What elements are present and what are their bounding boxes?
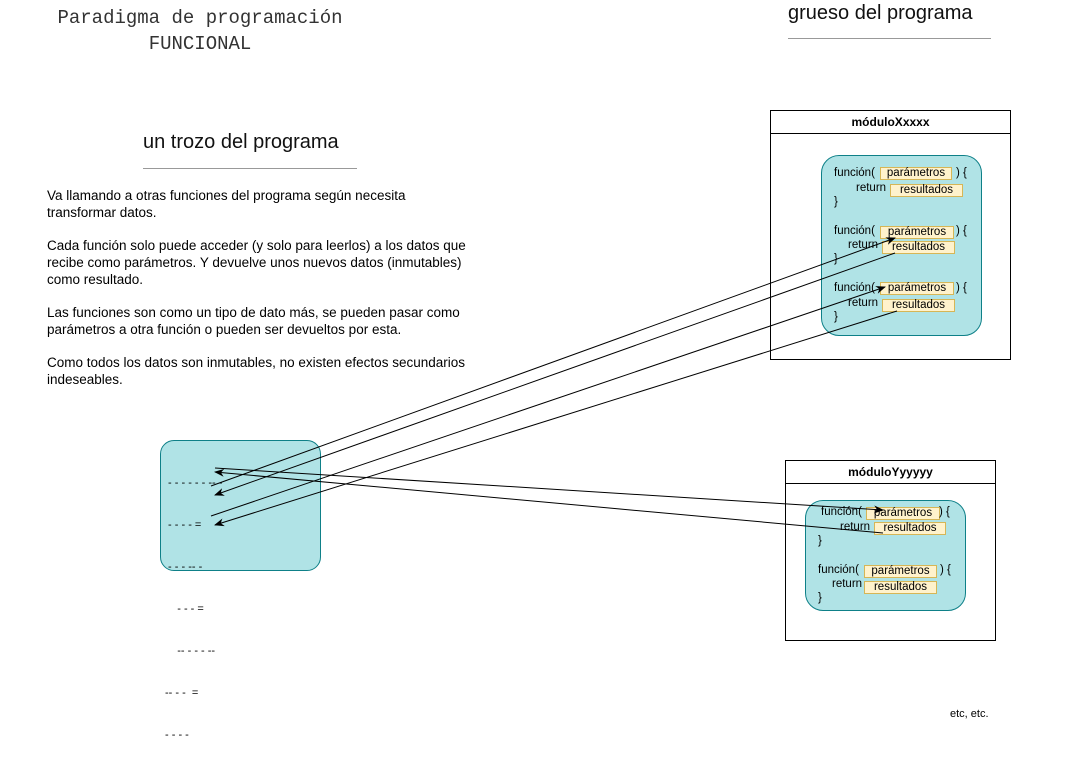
title-line-2: FUNCIONAL — [148, 33, 252, 55]
page-title: Paradigma de programación FUNCIONAL — [30, 5, 370, 57]
snippet-line: - - - -- - — [165, 561, 203, 573]
function-end: } — [834, 196, 838, 208]
snippet-line: - - - - = — [165, 519, 202, 531]
call-arrow-params — [214, 467, 884, 514]
parameters-tag: parámetros — [866, 507, 940, 520]
heading-left-underline — [143, 168, 357, 169]
function-brace: ) { — [956, 167, 967, 179]
results-tag: resultados — [890, 184, 963, 197]
function-keyword: función( — [821, 506, 862, 518]
module-x-name: móduloXxxxx — [771, 111, 1010, 134]
module-x-functions: función( parámetros ) { return resultado… — [821, 155, 982, 336]
module-y-functions: función( parámetros ) { return resultado… — [805, 500, 966, 611]
function-keyword: función( — [834, 225, 875, 237]
function-brace: ) { — [940, 564, 951, 576]
parameters-tag: parámetros — [880, 282, 954, 295]
call-arrows — [210, 237, 898, 534]
return-keyword: return — [856, 182, 887, 194]
return-arrow-results — [214, 252, 896, 496]
parameters-tag: parámetros — [864, 565, 937, 578]
footer-etc: etc, etc. — [950, 708, 989, 720]
description-paragraph: Las funciones son como un tipo de dato m… — [47, 305, 460, 337]
module-y-name: móduloYyyyyy — [786, 461, 995, 484]
call-arrow-params — [210, 237, 896, 487]
results-tag: resultados — [882, 241, 955, 254]
function-brace: ) { — [956, 282, 967, 294]
function-end: } — [818, 535, 822, 547]
heading-program-bulk: grueso del programa — [788, 2, 973, 24]
function-end: } — [834, 311, 838, 323]
parameters-tag: parámetros — [880, 167, 952, 180]
call-arrow-params — [210, 286, 886, 517]
function-end: } — [818, 592, 822, 604]
function-keyword: función( — [834, 282, 875, 294]
description-paragraph: Va llamando a otras funciones del progra… — [47, 188, 406, 220]
description-text: Va llamando a otras funciones del progra… — [47, 187, 467, 404]
function-keyword: función( — [834, 167, 875, 179]
results-tag: resultados — [882, 299, 955, 312]
description-paragraph: Como todos los datos son inmutables, no … — [47, 355, 465, 387]
snippet-line: -- - - - -- — [165, 645, 216, 657]
heading-right-underline — [788, 38, 991, 39]
function-brace: ) { — [939, 506, 950, 518]
snippet-line: - - - = — [165, 603, 204, 615]
snippet-line: -- - - = — [165, 687, 199, 699]
results-tag: resultados — [864, 581, 937, 594]
title-line-1: Paradigma de programación — [57, 7, 343, 29]
return-arrow-results — [214, 310, 898, 527]
function-brace: ) { — [956, 225, 967, 237]
return-keyword: return — [832, 578, 863, 590]
description-paragraph: Cada función solo puede acceder (y solo … — [47, 238, 466, 287]
return-keyword: return — [848, 297, 879, 309]
results-tag: resultados — [874, 522, 946, 535]
return-arrow-results — [214, 468, 884, 534]
heading-program-piece: un trozo del programa — [143, 131, 339, 153]
function-keyword: función( — [818, 564, 859, 576]
return-keyword: return — [848, 239, 879, 251]
parameters-tag: parámetros — [880, 226, 954, 239]
